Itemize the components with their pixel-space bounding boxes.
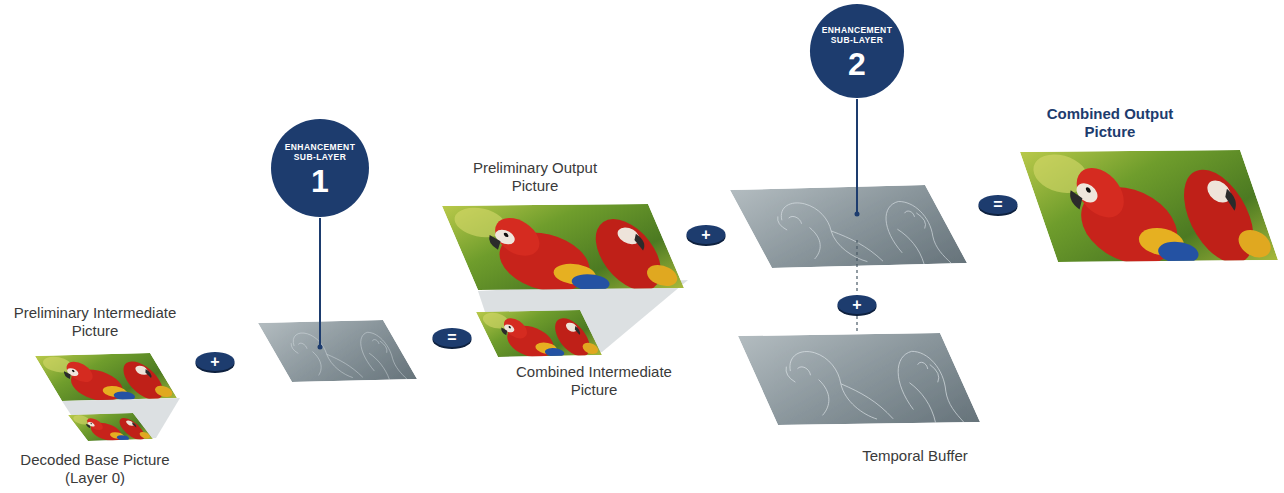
operator-symbol: + [837, 294, 877, 315]
buffer-node: Temporal Buffer [735, 333, 985, 468]
picture-caption: Combined Intermediate Picture [510, 363, 678, 399]
operator-node: + [686, 224, 726, 246]
operator-node: = [978, 194, 1018, 216]
picture-node: Decoded Base Picture (Layer 0) [14, 450, 176, 488]
dashed-link [856, 240, 857, 292]
output-picture [442, 204, 685, 292]
operator-node: = [432, 327, 472, 349]
sublayer-circle: ENHANCEMENT SUB-LAYER1 [270, 118, 370, 218]
sublayer-heading: ENHANCEMENT SUB-LAYER [819, 25, 895, 45]
picture-caption: Temporal Buffer [845, 447, 985, 465]
leader-dot [855, 212, 860, 217]
picture-node: Preliminary Output Picture [459, 158, 611, 196]
picture-node: Combined Intermediate Picture [507, 362, 681, 400]
operator-symbol: + [686, 224, 726, 245]
picture-node: Combined Output Picture [1034, 104, 1186, 142]
callout-number: 2 [848, 47, 866, 81]
projection [62, 398, 180, 441]
picture-caption: Decoded Base Picture (Layer 0) [17, 451, 173, 487]
picture-caption: Preliminary Output Picture [462, 159, 608, 195]
operator-node: + [195, 351, 235, 373]
operator-symbol: = [978, 194, 1018, 215]
leader-dot [318, 345, 323, 350]
intermediate-picture [35, 353, 178, 402]
sublayer-circle: ENHANCEMENT SUB-LAYER2 [809, 3, 905, 99]
dashed-connector [856, 316, 857, 333]
base-picture [68, 413, 154, 442]
output-picture [1020, 150, 1279, 265]
operator-node: + [837, 294, 877, 316]
intermediate-picture [476, 310, 603, 358]
residual-picture [258, 320, 417, 382]
sublayer-heading: ENHANCEMENT SUB-LAYER [282, 142, 358, 162]
operator-symbol: = [432, 327, 472, 348]
callout-number: 1 [311, 164, 329, 198]
leader-line [856, 99, 858, 213]
operator-symbol: + [195, 351, 235, 372]
picture-caption: Combined Output Picture [1037, 105, 1183, 141]
residual-picture [730, 185, 967, 268]
leader-line [319, 218, 321, 346]
buffer-picture [738, 333, 980, 425]
picture-caption: Preliminary Intermediate Picture [8, 304, 182, 340]
picture-node: Preliminary Intermediate Picture [5, 303, 185, 341]
